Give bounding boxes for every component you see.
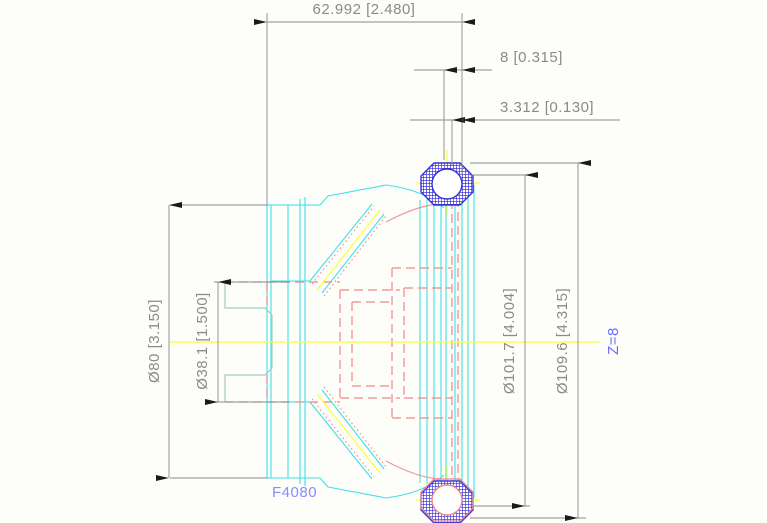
bottom-boss-octagon-outline [420, 478, 474, 522]
spoke-centerline-upper [316, 209, 381, 291]
bottom-boss-hole-rim [431, 484, 463, 516]
hidden-boss-arc-top [385, 203, 441, 223]
bottom-boss-group [420, 478, 474, 523]
dim-outside-diameter: Ø109.6 [4.315] [470, 160, 591, 521]
dim-outside-diameter-text: Ø109.6 [4.315] [554, 288, 571, 394]
top-boss-hole [431, 168, 463, 200]
spoke-dot-upper-a [311, 205, 375, 285]
dim-rim-offset: 3.312 [0.130] [410, 99, 620, 165]
spoke-centerline-lower [316, 393, 381, 474]
dim-flange-thickness: 8 [0.315] [414, 49, 563, 160]
spoke-edge-lower-b [321, 389, 385, 470]
dim-outer-hub-diameter-text: Ø80 [3.150] [146, 299, 163, 383]
dim-bore-diameter: Ø38.1 [1.500] [194, 279, 290, 405]
hidden-boss-arc-bottom [385, 460, 441, 480]
annotation-tooth-count: Z=8 [605, 327, 622, 355]
spoke-edge-lower-a [309, 401, 373, 480]
hidden-plate [391, 267, 452, 419]
dim-rim-offset-text: 3.312 [0.130] [500, 99, 594, 116]
hidden-boss-outer [339, 289, 400, 399]
spoke-edge-upper-b [321, 213, 385, 294]
centerlines-group [170, 150, 600, 523]
web-taper-upper [319, 184, 387, 206]
spoke-edge-upper-a [309, 203, 373, 282]
hidden-plate-inner [403, 287, 452, 399]
hidden-boss-inner [351, 301, 392, 387]
spoke-dot-lower-a [311, 398, 375, 478]
annotation-part-number: F4080 [272, 484, 317, 501]
spoke-dot-lower-b [323, 386, 387, 468]
dim-overall-length-text: 62.992 [2.480] [313, 1, 416, 18]
dim-pitch-diameter-text: Ø101.7 [4.004] [501, 288, 518, 394]
spoke-dotted-group [311, 205, 387, 478]
dim-flange-thickness-text: 8 [0.315] [500, 49, 563, 66]
web-taper-lower [319, 477, 387, 499]
web-taper-lower-2 [385, 474, 445, 499]
spoke-dot-upper-b [323, 215, 387, 297]
dim-bore-diameter-text: Ø38.1 [1.500] [194, 292, 211, 389]
dim-overall-length: 62.992 [2.480] [254, 1, 475, 205]
dim-pitch-diameter: Ø101.7 [4.004] [470, 172, 538, 509]
top-boss-group [420, 162, 474, 206]
dim-outer-hub-diameter: Ø80 [3.150] [146, 202, 268, 481]
